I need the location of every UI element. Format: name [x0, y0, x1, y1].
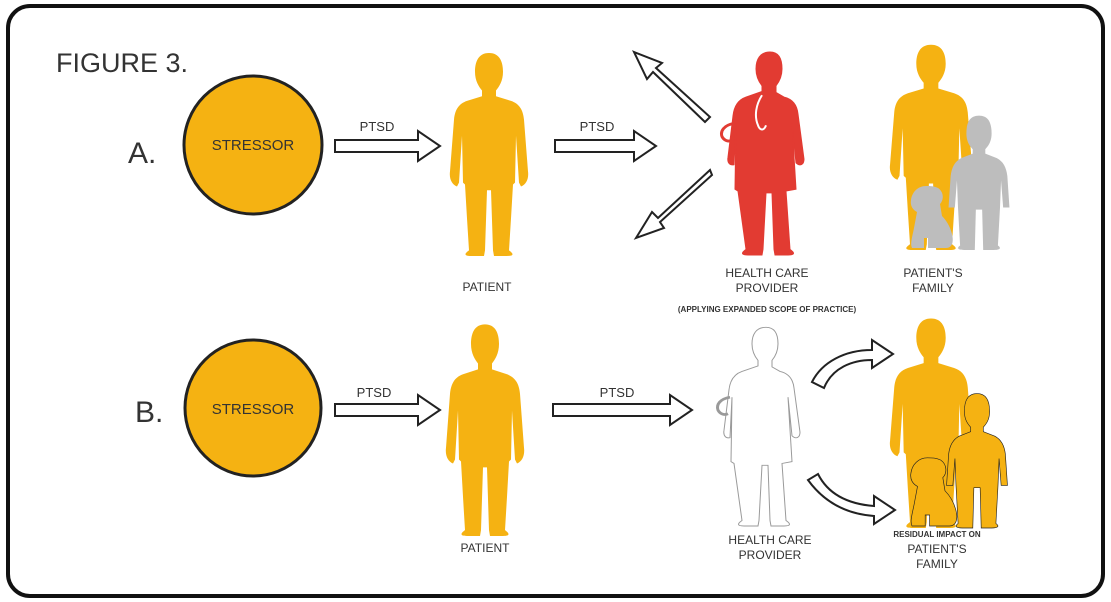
stressor-label-a: STRESSOR [212, 137, 295, 154]
provider-label-a-line1: HEALTH CARE [725, 266, 808, 280]
curved-arrow-up-icon [810, 338, 895, 390]
arrow1-label-a: PTSD [360, 119, 395, 134]
family-note-b: RESIDUAL IMPACT ON [893, 530, 980, 539]
patient-label-a: PATIENT [463, 280, 513, 294]
arrow-right-icon [334, 129, 442, 163]
arrow-right-icon [334, 393, 442, 427]
family-label-b-line2: FAMILY [916, 557, 958, 571]
stressor-circle-a: STRESSOR [182, 74, 324, 216]
arrow1-label-b: PTSD [357, 385, 392, 400]
provider-note-a: (APPLYING EXPANDED SCOPE OF PRACTICE) [678, 305, 857, 314]
family-label-a-line1: PATIENT'S [903, 266, 962, 280]
panel-b-label: B. [135, 396, 163, 429]
patient-label-b: PATIENT [461, 541, 511, 555]
figure-title: FIGURE 3. [56, 48, 188, 78]
provider-label-b-line2: PROVIDER [739, 548, 802, 562]
panel-a: A. STRESSOR PTSD PATIENT PTSD HEALTH CAR… [128, 44, 1010, 314]
arrow-right-icon [554, 129, 658, 163]
curved-arrow-down-icon [806, 472, 897, 526]
provider-label-b-line1: HEALTH CARE [728, 533, 811, 547]
provider-label-a-line2: PROVIDER [736, 281, 799, 295]
panel-a-label: A. [128, 137, 156, 170]
panel-b: B. STRESSOR PTSD PATIENT PTSD HEALTH CAR… [135, 318, 1009, 571]
arrow2-label-b: PTSD [600, 385, 635, 400]
stressor-circle-b: STRESSOR [183, 338, 323, 478]
arrow2-label-a: PTSD [580, 119, 615, 134]
family-label-b-line1: PATIENT'S [907, 542, 966, 556]
stressor-label-b: STRESSOR [212, 401, 295, 418]
arrow-up-left-icon [631, 50, 712, 124]
family-label-a-line2: FAMILY [912, 281, 954, 295]
arrow-down-left-icon [633, 168, 714, 240]
arrow-right-icon [552, 393, 694, 427]
